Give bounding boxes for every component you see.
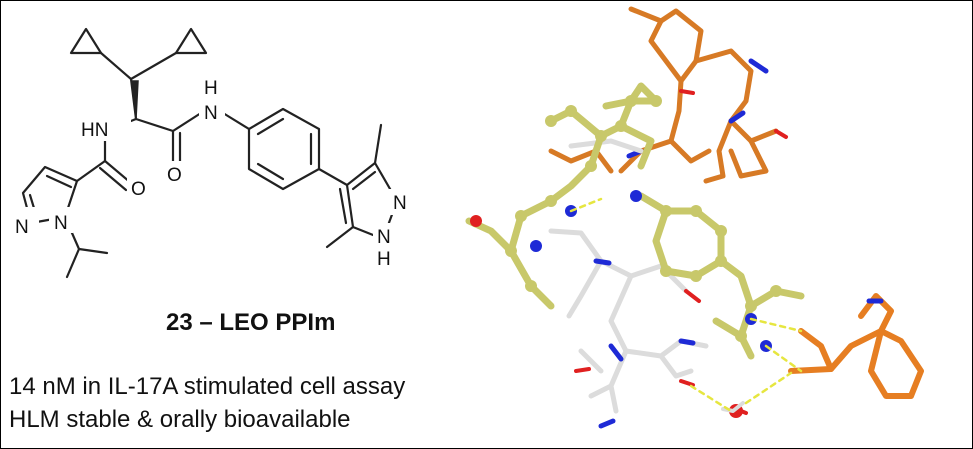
pyrazole-right-ring bbox=[345, 161, 399, 241]
hydrogen-bonds bbox=[569, 197, 803, 413]
bond-amide2-cn bbox=[171, 111, 203, 133]
benzene-ring bbox=[247, 107, 321, 191]
ligand-atoms bbox=[470, 95, 782, 352]
bond-alpha-co bbox=[134, 117, 175, 133]
pyrazole-right-double-1 bbox=[351, 170, 377, 191]
atom-h-amide-2: H bbox=[204, 78, 218, 99]
methyl-bottom bbox=[325, 225, 355, 249]
tryptophan-sidechain bbox=[788, 293, 924, 399]
benzene-double-1 bbox=[256, 117, 285, 136]
atom-n-pyrazole-2a: N bbox=[393, 193, 407, 214]
bond-amide1-ring bbox=[75, 159, 107, 183]
chemical-structure: HN H N O O N N N N H bbox=[15, 27, 413, 279]
atom-n-pyrazole-2b: N bbox=[377, 227, 391, 248]
pyrazole-right-double-2 bbox=[338, 187, 348, 225]
atom-hn-1: HN bbox=[81, 120, 108, 141]
bond-amide1-co-double bbox=[98, 166, 128, 192]
protein-atoms-oxygen-mid bbox=[574, 289, 748, 415]
benzene-double-3 bbox=[256, 162, 285, 181]
protein-atoms-oxygen-top bbox=[679, 89, 788, 139]
bond-n-aryl bbox=[221, 111, 251, 131]
bond-ch-bridge bbox=[99, 51, 178, 81]
bond-aryl-pyrazole bbox=[317, 167, 349, 187]
methyl-top bbox=[373, 123, 383, 165]
property-stability: HLM stable & orally bioavailable bbox=[9, 406, 351, 433]
atom-h-pyrazole-2: H bbox=[377, 249, 391, 270]
water-molecule bbox=[721, 401, 745, 418]
wedge-bond bbox=[131, 80, 139, 120]
atom-n-amide-2: N bbox=[204, 103, 218, 124]
protein-atoms-nitrogen-mid bbox=[593, 258, 696, 429]
property-potency: 14 nM in IL-17A stimulated cell assay bbox=[9, 373, 406, 400]
bond-amide1-co bbox=[103, 159, 133, 185]
atom-n-pyrazole-1b: N bbox=[54, 213, 68, 234]
atom-o-carbonyl-2: O bbox=[167, 165, 182, 186]
protein-chain-orange-top bbox=[548, 6, 779, 184]
atom-n-pyrazole-1a: N bbox=[15, 217, 29, 238]
cyclopropyl-left bbox=[69, 27, 103, 55]
pyrazole-left-double-1 bbox=[45, 174, 73, 189]
binding-mode-3d bbox=[465, 6, 924, 429]
atom-o-carbonyl-1: O bbox=[131, 179, 146, 200]
cyclopropyl-right bbox=[174, 27, 208, 55]
compound-label: 23 – LEO PPIm bbox=[166, 309, 336, 336]
